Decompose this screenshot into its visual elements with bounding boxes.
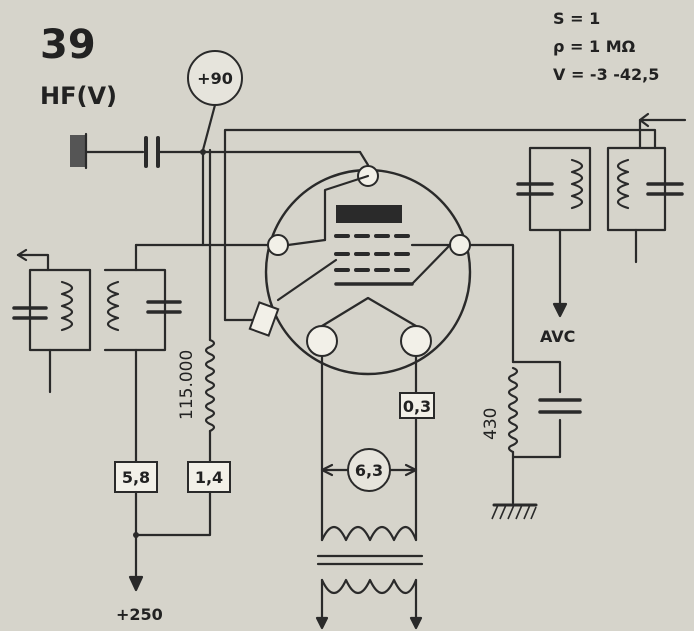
coupling-capacitor xyxy=(144,136,160,168)
spec-rho: ρ = 1 MΩ xyxy=(553,37,636,56)
right-coil-2 xyxy=(616,158,630,210)
screen-supply-label: +90 xyxy=(197,69,233,88)
heater-current-value: 0,3 xyxy=(403,397,431,416)
pin-heater-right xyxy=(400,325,432,357)
plate-output-wire xyxy=(223,128,657,322)
right-coil-1 xyxy=(570,158,584,210)
pin-right xyxy=(449,234,471,256)
avc-arrow-icon xyxy=(552,302,568,318)
plate-current-value: 5,8 xyxy=(122,468,150,487)
cathode-wire xyxy=(468,243,515,364)
input-transformer xyxy=(12,243,182,464)
left-coil-2 xyxy=(106,280,120,332)
left-coil-1 xyxy=(60,280,74,332)
heater-coil-secondary xyxy=(320,525,418,542)
avc-label: AVC xyxy=(540,327,575,346)
cathode-resistor-value: 430 xyxy=(481,408,501,440)
screen-resistor-value: 115.000 xyxy=(177,350,197,420)
heater-filament xyxy=(320,296,418,328)
plate-supply-arrow-icon xyxy=(128,575,144,592)
output-transformer xyxy=(516,112,687,318)
plate-electrode xyxy=(336,205,402,223)
heater-coil-primary xyxy=(320,578,418,595)
heater-voltage-label: 6,3 xyxy=(355,461,383,480)
pin-heater-left xyxy=(306,325,338,357)
right-trimmer-arrow xyxy=(638,112,650,128)
screen-current-value: 1,4 xyxy=(195,468,223,487)
screen-resistor xyxy=(204,338,216,433)
heater-voltage-indicator: 6,3 xyxy=(320,448,418,492)
tube-envelope xyxy=(248,165,472,376)
tube-number: 39 xyxy=(40,22,96,68)
cathode-ground-symbol xyxy=(491,503,538,520)
input-ground-symbol xyxy=(70,132,88,170)
left-trimmer-arrow xyxy=(16,248,28,262)
pin-left xyxy=(267,234,289,256)
top-cap-lead xyxy=(248,301,280,337)
heater-transformer xyxy=(315,525,424,630)
spec-v: V = -3 -42,5 xyxy=(553,65,659,84)
spec-s: S = 1 xyxy=(553,9,600,28)
mains-arrow-right-icon xyxy=(409,616,423,630)
plate-supply-label: +250 xyxy=(116,605,163,624)
tube-function: HF(V) xyxy=(40,82,117,110)
cathode-resistor xyxy=(507,366,519,454)
mains-arrow-left-icon xyxy=(315,616,329,630)
screen-supply-node: +90 xyxy=(187,50,243,106)
